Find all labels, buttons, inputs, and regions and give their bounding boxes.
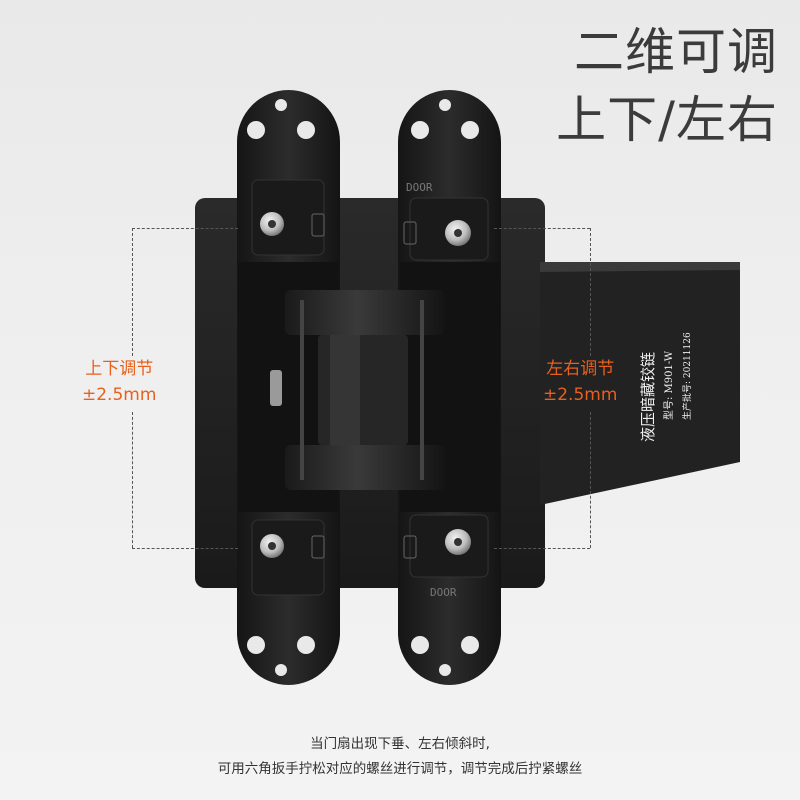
mount-hole-icon	[275, 99, 287, 111]
mount-hole-icon	[411, 636, 429, 654]
mount-hole-icon	[247, 121, 265, 139]
product-batch: 生产批号: 20211126	[681, 332, 693, 420]
vertical-adjust-label: 上下调节 ±2.5mm	[82, 356, 156, 408]
headline-line2: 上下/左右	[556, 91, 778, 149]
product-model: 型号: M901-W	[662, 350, 675, 420]
vertical-adjust-range: ±2.5mm	[82, 385, 157, 405]
mount-hole-icon	[461, 636, 479, 654]
product-label: 液压暗藏铰链 型号: M901-W 生产批号: 20211126	[639, 332, 693, 442]
guide-line	[590, 228, 591, 356]
mount-hole-icon	[411, 121, 429, 139]
guide-line	[132, 228, 238, 229]
horizontal-adjust-range: ±2.5mm	[543, 385, 618, 405]
plate-mark-top: DOOR	[406, 181, 433, 194]
mount-hole-icon	[297, 636, 315, 654]
guide-line	[132, 228, 133, 356]
guide-line	[132, 548, 238, 549]
product-name: 液压暗藏铰链	[639, 352, 657, 442]
guide-line	[494, 548, 590, 549]
mount-hole-icon	[275, 664, 287, 676]
mount-hole-icon	[247, 636, 265, 654]
mount-hole-icon	[439, 99, 451, 111]
headline-line1: 二维可调	[574, 23, 778, 81]
mount-hole-icon	[461, 121, 479, 139]
guide-line	[494, 228, 590, 229]
vertical-adjust-title: 上下调节	[85, 359, 154, 379]
caption-line1: 当门扇出现下垂、左右倾斜时,	[310, 736, 490, 752]
horizontal-adjust-label: 左右调节 ±2.5mm	[543, 356, 617, 408]
guide-line	[132, 412, 133, 548]
horizontal-adjust-title: 左右调节	[546, 359, 615, 379]
caption-line2: 可用六角扳手拧松对应的螺丝进行调节，调节完成后拧紧螺丝	[217, 761, 583, 777]
hinge-knuckle	[270, 290, 445, 490]
mount-hole-icon	[297, 121, 315, 139]
guide-line	[590, 412, 591, 548]
mount-hole-icon	[439, 664, 451, 676]
hinge-right-plate: DOOR DOOR	[398, 90, 501, 685]
plate-mark-bottom: DOOR	[430, 586, 457, 599]
